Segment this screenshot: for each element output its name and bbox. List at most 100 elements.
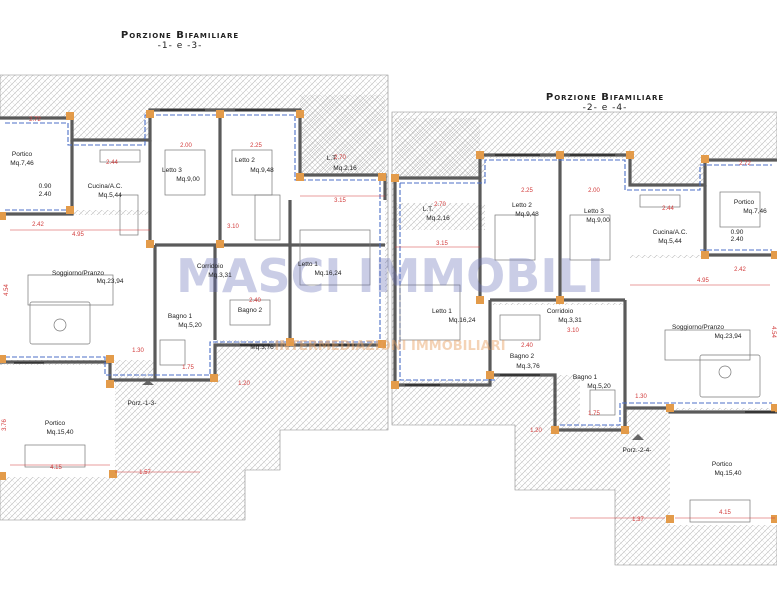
left-dim-270: 2.70 (334, 155, 346, 161)
left-letto3-label: Letto 3 (162, 167, 182, 174)
right-porz-label: Porz.-2-4- (623, 447, 652, 454)
right-cucina-label: Cucina/A.C. (653, 229, 688, 236)
left-portico-bot-area: Mq.15,40 (46, 429, 73, 436)
right-room-labels: L.T. Mq.2,16 Letto 2 Mq.9,48 Letto 3 Mq.… (423, 199, 767, 477)
right-bagno2-label: Bagno 2 (510, 353, 535, 360)
left-portico-top-label: Portico (12, 151, 33, 158)
left-cucina-area: Mq.5,44 (98, 192, 122, 199)
left-corridoio-label: Corridoio (197, 263, 224, 270)
right-portico-bot-area: Mq.15,40 (714, 470, 741, 477)
right-dim-495: 4.95 (697, 278, 709, 284)
left-letto2-area: Mq.9,48 (250, 167, 274, 174)
right-roof-area (395, 118, 480, 178)
left-dim-415: 4.15 (50, 465, 62, 471)
left-letto3-area: Mq.9,00 (176, 176, 200, 183)
right-portico-bot-label: Portico (712, 461, 733, 468)
right-portico-top-area: Mq.7,46 (743, 208, 767, 215)
left-dim-120: 1.20 (238, 381, 250, 387)
watermark: MASCI IMMOBILI INTERMEDIAZIONI IMMOBILIA… (176, 249, 604, 354)
right-bagno1-label: Bagno 1 (573, 374, 598, 381)
left-letto1-area: Mq.16,24 (314, 270, 341, 277)
left-dimensions: 2.72 2.44 2.00 2.25 2.70 3.15 2.42 4.95 … (2, 117, 346, 476)
left-porz-label: Porz.-1-3- (128, 400, 157, 407)
left-dim-272: 2.72 (29, 117, 41, 123)
right-dim-225: 2.25 (521, 188, 533, 194)
left-bagno2-label: Bagno 2 (238, 307, 263, 314)
right-letto3-area: Mq.9,00 (586, 217, 610, 224)
left-corridoio-area: Mq.3,31 (208, 272, 232, 279)
left-heading-title: Porzione Bifamiliare (120, 30, 240, 41)
right-bagno1-area: Mq.5,20 (587, 383, 611, 390)
left-room-labels: Portico Mq.7,46 Cucina/A.C. Mq.5,44 Lett… (10, 151, 357, 436)
left-entrance-arrow-icon (142, 380, 154, 385)
left-dim-175: 1.75 (182, 365, 194, 371)
right-dim-454: 4.54 (770, 326, 776, 338)
left-dim-495: 4.95 (72, 232, 84, 238)
left-dim-310: 3.10 (227, 224, 239, 230)
right-lt-area: Mq.2,16 (426, 215, 450, 222)
right-soggiorno-area: Mq.23,94 (714, 333, 741, 340)
left-unit (0, 74, 389, 521)
left-dim-130: 1.30 (132, 348, 144, 354)
right-dim-240: 2.40 (521, 343, 533, 349)
right-entrance-arrow-icon (632, 434, 644, 440)
right-letto2-area: Mq.9,48 (515, 211, 539, 218)
left-bagno1-area: Mq.5,20 (178, 322, 202, 329)
left-bagno2-area: Mq.3,76 (250, 344, 274, 351)
right-dim-310: 3.10 (567, 328, 579, 334)
left-dim-225: 2.25 (250, 143, 262, 149)
right-heading-title: Porzione Bifamiliare (545, 92, 665, 103)
left-lt-area: Mq.2,16 (333, 165, 357, 172)
left-dim-200: 2.00 (180, 143, 192, 149)
left-dim-242: 2.42 (32, 222, 44, 228)
right-heading: Porzione Bifamiliare -2- e -4- (520, 92, 690, 113)
right-portico-top-label: Portico (734, 199, 755, 206)
right-dim-130: 1.30 (635, 394, 647, 400)
right-dim-242: 2.42 (734, 267, 746, 273)
left-dim-315: 3.15 (334, 198, 346, 204)
left-dim-240: 2.40 (249, 298, 261, 304)
left-roof-area (300, 95, 385, 175)
left-portico-bot-label: Portico (45, 420, 66, 427)
right-soggiorno-label: Soggiorno/Pranzo (672, 324, 724, 331)
right-letto3-label: Letto 3 (584, 208, 604, 215)
right-unit (391, 111, 777, 566)
right-dim-200: 2.00 (588, 188, 600, 194)
entrance-arrows (142, 380, 644, 440)
right-cucina-area: Mq.5,44 (658, 238, 682, 245)
watermark-sub: INTERMEDIAZIONI IMMOBILIARI (274, 339, 505, 354)
right-bagno2-area: Mq.3,76 (516, 363, 540, 370)
left-letto1-label: Letto 1 (298, 261, 318, 268)
left-soggiorno-area: Mq.23,94 (96, 278, 123, 285)
right-dim-120: 1.20 (530, 428, 542, 434)
left-dim-454: 4.54 (4, 284, 10, 296)
right-dim-315: 3.15 (436, 241, 448, 247)
right-dim-272: 2.72 (739, 161, 751, 167)
left-lt-label: L.T. (327, 155, 338, 162)
right-heading-sub: -2- e -4- (582, 103, 628, 113)
right-corridoio-area: Mq.3,31 (558, 317, 582, 324)
right-dim-090: 0.90 (731, 229, 744, 236)
right-dim-175: 1.75 (588, 411, 600, 417)
right-dim-270: 2.70 (434, 202, 446, 208)
right-letto1-label: Letto 1 (432, 308, 452, 315)
right-dim-244: 2.44 (662, 206, 674, 212)
left-cucina-label: Cucina/A.C. (88, 183, 123, 190)
left-dim-090: 0.90 (39, 183, 52, 190)
right-letto1-area: Mq.16,24 (448, 317, 475, 324)
right-dim-2x40: 2.40 (731, 236, 744, 243)
left-heading-sub: -1- e -3- (157, 41, 203, 51)
watermark-main: MASCI IMMOBILI (176, 249, 604, 303)
right-dim-415: 4.15 (719, 510, 731, 516)
left-soggiorno-label: Soggiorno/Pranzo (52, 270, 104, 277)
left-bagno1-label: Bagno 1 (168, 313, 193, 320)
left-dim-376: 3.76 (2, 419, 8, 431)
right-letto2-label: Letto 2 (512, 202, 532, 209)
left-portico-top-area: Mq.7,46 (10, 160, 34, 167)
left-dim-244: 2.44 (106, 160, 118, 166)
right-dimensions: 2.70 2.25 2.00 2.72 2.44 3.15 0.90 2.40 … (434, 161, 776, 523)
right-lt-label: L.T. (423, 206, 434, 213)
left-dim-157: 1.57 (139, 470, 151, 476)
left-letto2-label: Letto 2 (235, 157, 255, 164)
